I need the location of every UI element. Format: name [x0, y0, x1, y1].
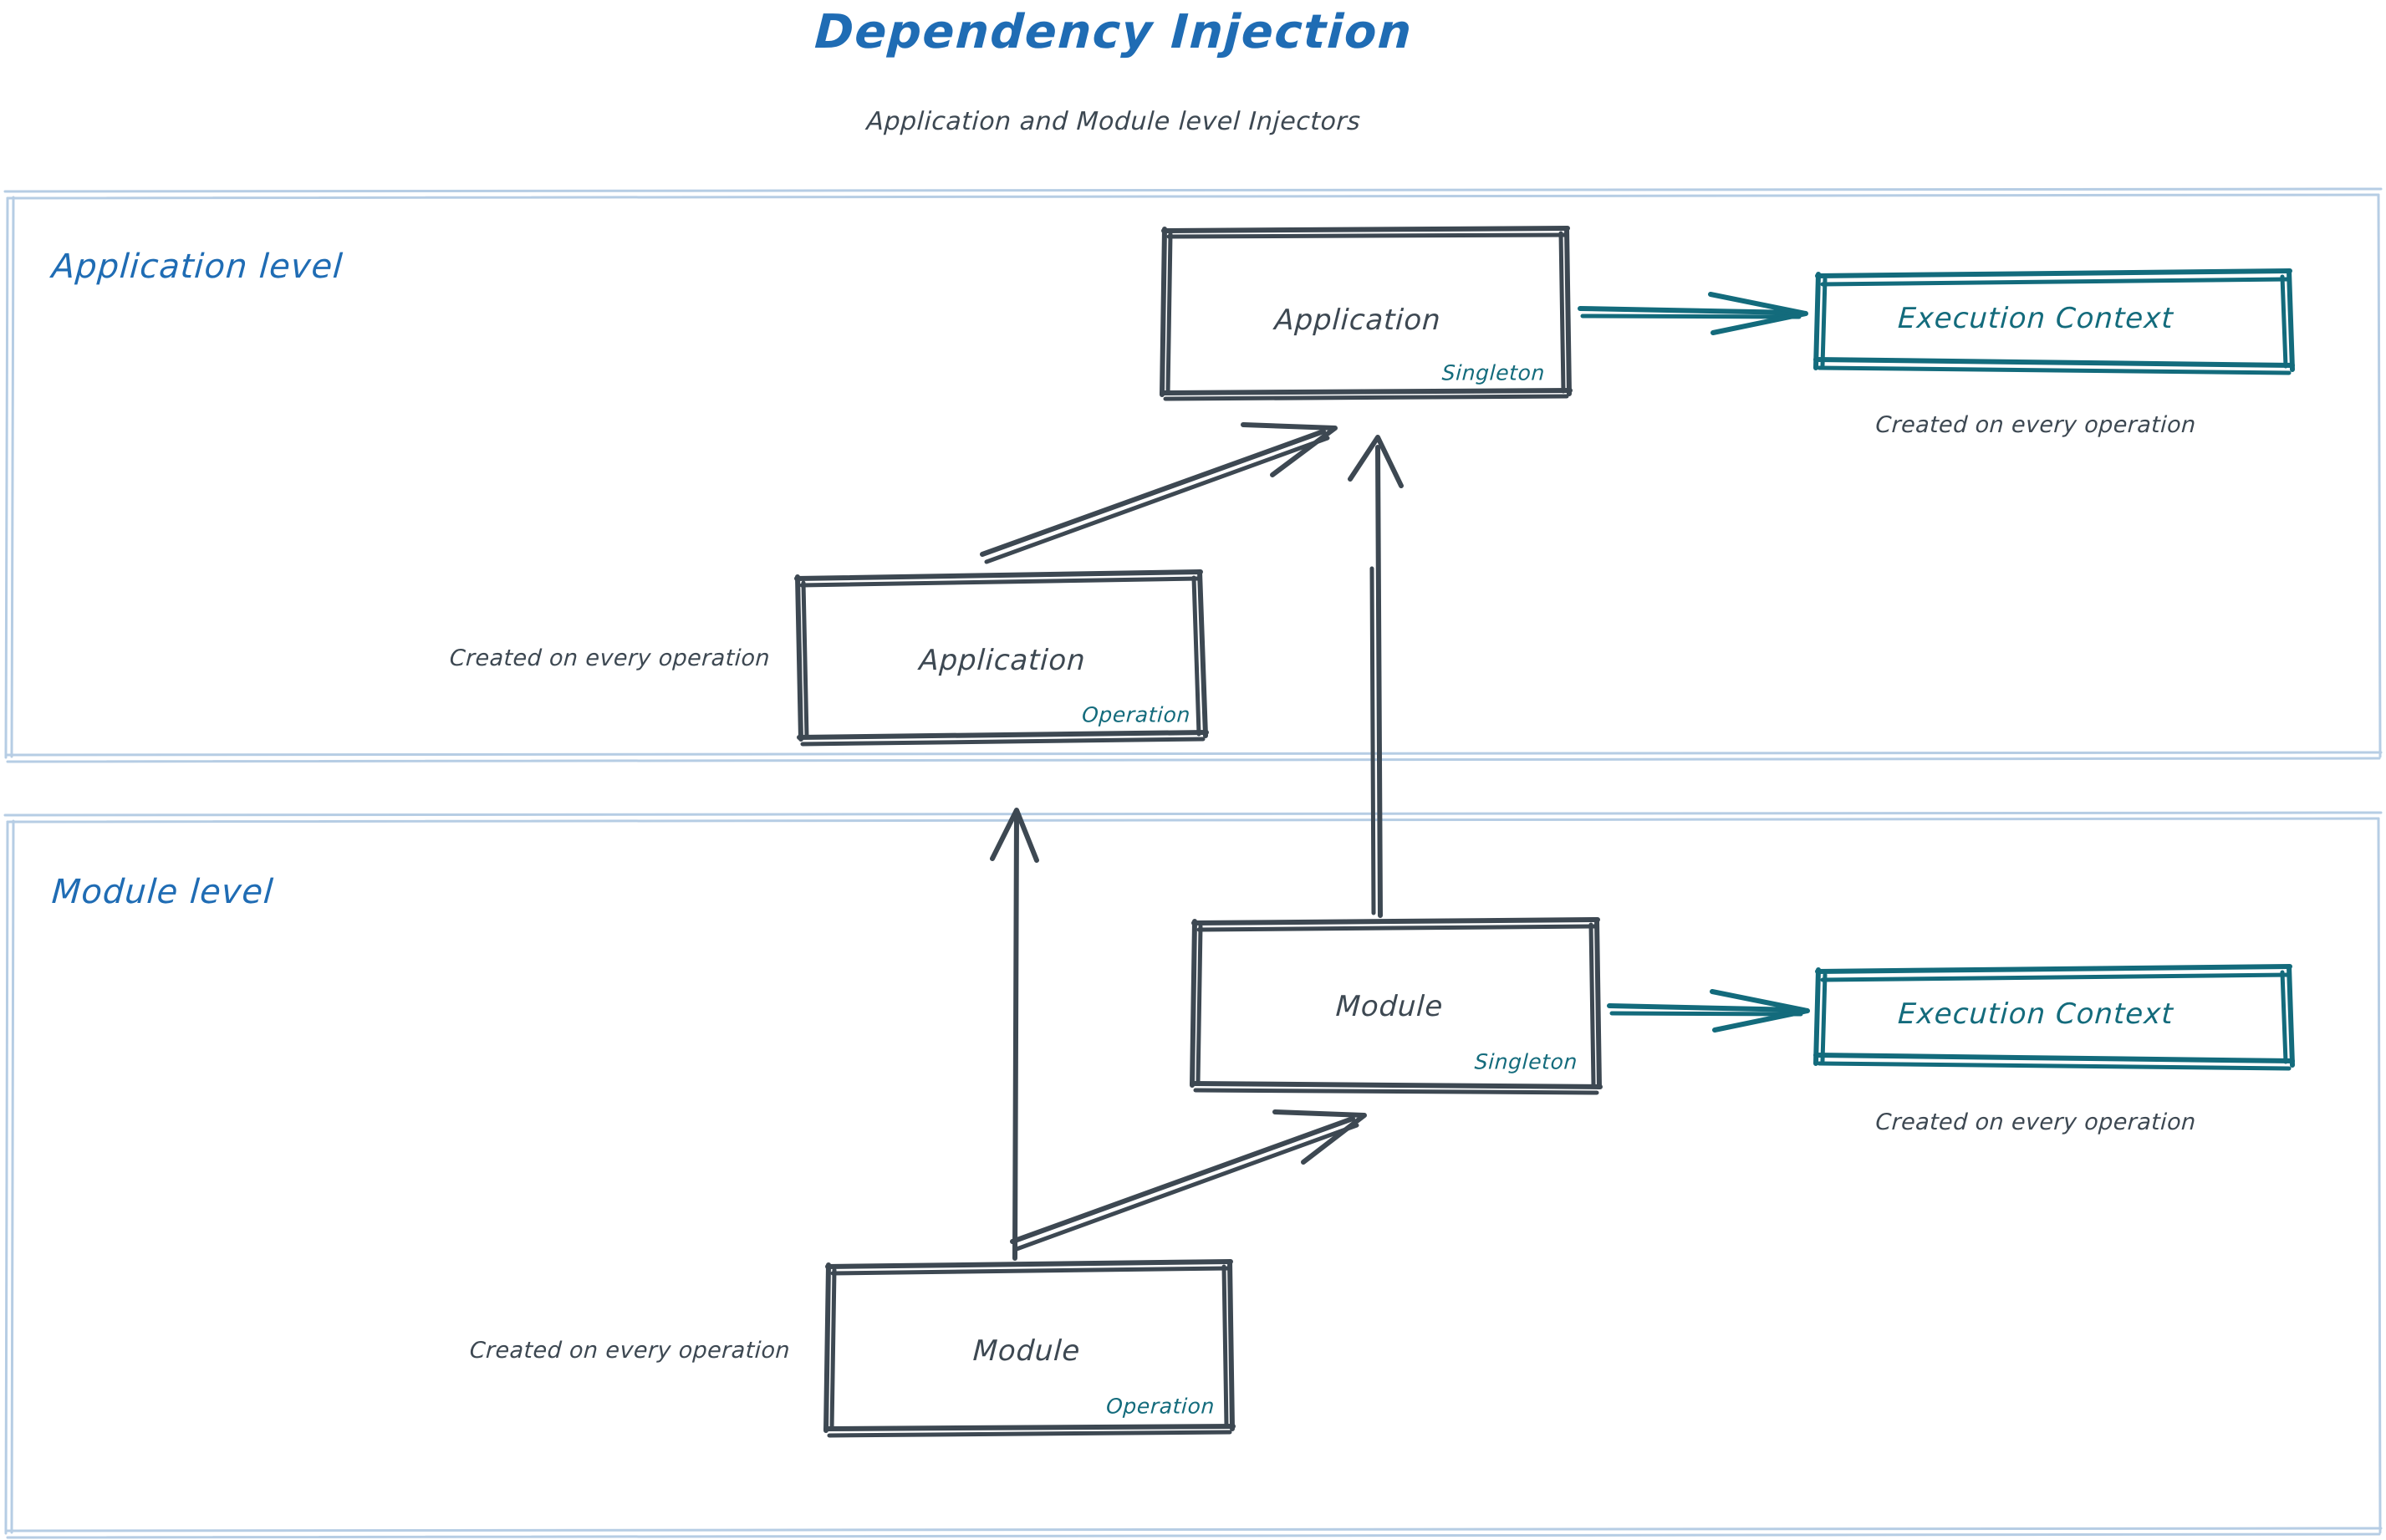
note-application-execution-context: Created on every operation	[1874, 412, 2197, 438]
edge-application-operation-to-application-singleton	[980, 422, 1338, 564]
zone-application-level	[3, 187, 2383, 763]
edge-module-singleton-to-execution-context	[1607, 989, 1810, 1033]
node-scope-module-operation: Operation	[1105, 1394, 1216, 1419]
edge-module-operation-to-application-operation	[990, 808, 1039, 1261]
edge-module-singleton-to-application-singleton	[1348, 435, 1404, 918]
node-title-application-operation: Application	[918, 644, 1087, 677]
zone-module-level	[3, 811, 2383, 1539]
zone-label-application-level: Application level	[50, 247, 344, 286]
edge-module-operation-to-module-singleton	[1010, 1109, 1367, 1252]
page-title: Dependency Injection	[813, 5, 1415, 59]
zone-label-module-level: Module level	[50, 873, 275, 911]
note-module-execution-context: Created on every operation	[1874, 1109, 2197, 1135]
node-title-application-singleton: Application	[1273, 303, 1442, 337]
node-title-module-execution-context: Execution Context	[1897, 997, 2174, 1031]
page-subtitle: Application and Module level Injectors	[865, 107, 1362, 136]
node-scope-module-singleton: Singleton	[1474, 1049, 1578, 1074]
note-module-operation: Created on every operation	[469, 1338, 791, 1364]
node-scope-application-singleton: Singleton	[1441, 360, 1546, 385]
node-scope-application-operation: Operation	[1081, 702, 1191, 727]
node-title-module-operation: Module	[971, 1334, 1082, 1368]
note-application-operation: Created on every operation	[449, 645, 771, 671]
node-title-module-singleton: Module	[1334, 990, 1445, 1023]
edge-application-singleton-to-execution-context	[1578, 292, 1808, 335]
node-title-application-execution-context: Execution Context	[1897, 302, 2174, 335]
